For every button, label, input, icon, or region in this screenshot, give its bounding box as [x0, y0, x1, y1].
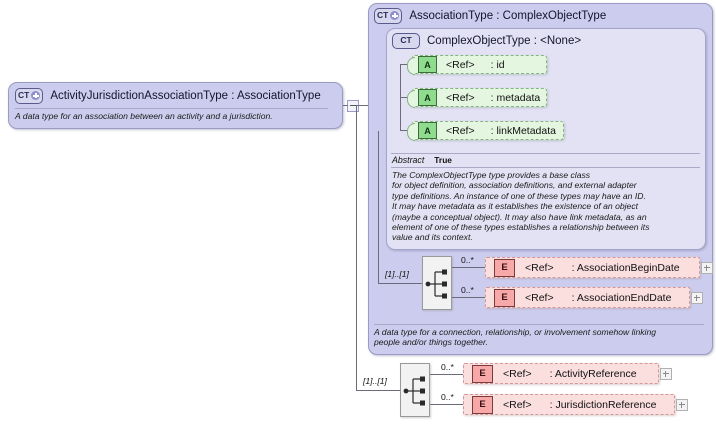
attr-branch-line-3 [400, 130, 411, 131]
ct-plus-icon[interactable]: CT [15, 87, 44, 104]
association-seq-entry-hline [378, 283, 422, 284]
plus-box-icon[interactable] [701, 262, 713, 274]
attribute-row[interactable]: A <Ref> : id [407, 55, 547, 75]
element-ref-label: <Ref> [503, 367, 532, 380]
root-sequence-compositor[interactable] [400, 363, 430, 417]
ct-badge-label: CT [18, 90, 30, 101]
plus-box-icon[interactable] [691, 292, 703, 304]
association-type-header: CT AssociationType : ComplexObjectType [374, 7, 606, 24]
element-ref-label: <Ref> [503, 398, 532, 411]
complex-object-type-header: CT ComplexObjectType : <None> [392, 32, 581, 49]
root-element-occurrence: 0..* [441, 362, 454, 372]
plus-box-icon[interactable] [660, 368, 672, 380]
ct-plus-icon[interactable]: CT [374, 7, 403, 24]
association-branch-line-1 [452, 267, 485, 268]
root-to-assoc-hline [356, 105, 368, 106]
abstract-value: True [434, 155, 452, 165]
plus-circle-icon [31, 91, 41, 100]
root-sequence-cardinality: [1]..[1] [363, 376, 387, 386]
element-row[interactable]: E <Ref> : AssociationBeginDate [485, 257, 700, 278]
sequence-icon [425, 269, 447, 299]
association-element-occurrence: 0..* [461, 255, 474, 265]
element-badge-icon: E [472, 364, 493, 383]
attribute-ref-label: <Ref> [446, 91, 475, 104]
element-name-label: : AssociationBeginDate [571, 261, 680, 274]
attribute-name-label: : id [490, 58, 505, 71]
root-collapse-connector [343, 105, 348, 106]
root-type-header: CT ActivityJurisdictionAssociationType :… [15, 87, 321, 104]
element-ref-label: <Ref> [525, 261, 554, 274]
complex-object-type-documentation: The ComplexObjectType type provides a ba… [392, 170, 650, 243]
root-type-box[interactable] [8, 82, 343, 129]
association-sequence-compositor[interactable] [422, 256, 452, 310]
association-branch-line-2 [452, 297, 485, 298]
attribute-badge-icon: A [418, 56, 437, 73]
complex-object-type-title: ComplexObjectType : <None> [427, 34, 582, 47]
ct-badge-label: CT [400, 35, 412, 46]
root-entry-hline [356, 390, 400, 391]
element-badge-icon: E [494, 288, 515, 307]
abstract-row: Abstract True [392, 155, 452, 165]
association-sequence-cardinality: [1]..[1] [385, 269, 409, 279]
element-badge-icon: E [494, 258, 515, 277]
attribute-notch-icon [407, 56, 415, 75]
root-branch-line-1 [430, 374, 463, 375]
plus-box-icon[interactable] [676, 399, 688, 411]
element-ref-label: <Ref> [525, 291, 554, 304]
association-type-title: AssociationType : ComplexObjectType [409, 9, 607, 22]
attr-branch-line-1 [400, 64, 411, 65]
attribute-badge-icon: A [418, 122, 437, 139]
element-name-label: : ActivityReference [549, 367, 637, 380]
attribute-name-label: : linkMetadata [490, 124, 556, 137]
root-branch-line-2 [430, 404, 463, 405]
element-row[interactable]: E <Ref> : ActivityReference [463, 363, 659, 384]
attribute-notch-icon [407, 122, 415, 141]
root-type-title: ActivityJurisdictionAssociationType : As… [50, 89, 321, 102]
element-name-label: : AssociationEndDate [571, 291, 672, 304]
root-type-documentation: A data type for an association between a… [15, 111, 273, 121]
root-entry-vline [356, 105, 357, 390]
association-element-occurrence: 0..* [461, 285, 474, 295]
ct-badge-label: CT [377, 10, 389, 21]
root-type-divider [15, 108, 328, 109]
ct-icon[interactable]: CT [392, 32, 420, 49]
association-seq-entry-vline [378, 131, 379, 283]
plus-circle-icon [390, 11, 400, 20]
sequence-icon [403, 376, 425, 406]
association-type-divider [374, 324, 704, 325]
abstract-divider-bottom [391, 167, 700, 168]
attribute-row[interactable]: A <Ref> : metadata [407, 88, 547, 108]
element-name-label: : JurisdictionReference [549, 398, 657, 411]
root-element-occurrence: 0..* [441, 392, 454, 402]
element-badge-icon: E [472, 395, 493, 414]
abstract-label: Abstract [392, 155, 425, 165]
abstract-divider-top [391, 153, 700, 154]
attribute-ref-label: <Ref> [446, 124, 475, 137]
element-row[interactable]: E <Ref> : AssociationEndDate [485, 287, 690, 308]
association-type-documentation: A data type for a connection, relationsh… [374, 327, 656, 348]
attribute-row[interactable]: A <Ref> : linkMetadata [407, 121, 564, 141]
attribute-badge-icon: A [418, 89, 437, 106]
attribute-ref-label: <Ref> [446, 58, 475, 71]
attribute-notch-icon [407, 89, 415, 108]
root-collapse-toggle[interactable] [347, 100, 359, 112]
attr-branch-line-2 [400, 97, 411, 98]
attribute-name-label: : metadata [490, 91, 541, 104]
element-row[interactable]: E <Ref> : JurisdictionReference [463, 394, 675, 415]
